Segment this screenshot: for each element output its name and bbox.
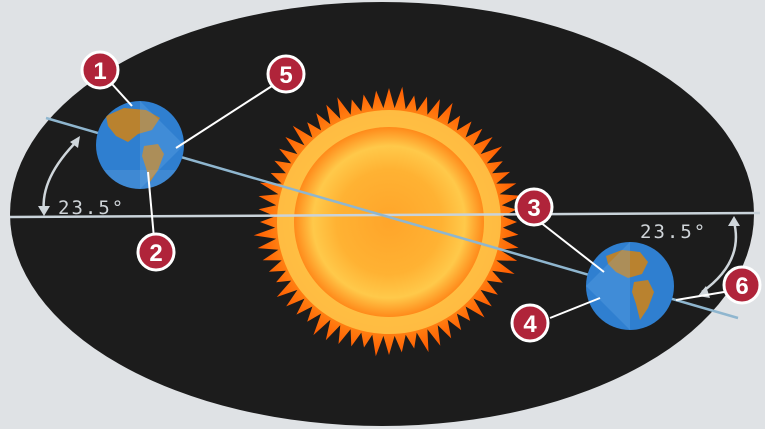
callout-5: 5	[268, 56, 304, 92]
svg-text:3: 3	[527, 195, 540, 222]
callout-4: 4	[512, 305, 548, 341]
callout-3: 3	[516, 189, 552, 225]
callout-1: 1	[82, 52, 118, 88]
earth-right	[586, 242, 674, 330]
svg-text:2: 2	[149, 240, 162, 267]
sun-core	[294, 127, 484, 317]
angle-label-right: 23.5°	[640, 221, 707, 243]
angle-label-left: 23.5°	[58, 197, 125, 219]
callout-6: 6	[724, 267, 760, 303]
callout-2: 2	[138, 234, 174, 270]
svg-text:1: 1	[93, 58, 106, 85]
svg-text:6: 6	[735, 273, 748, 300]
svg-text:4: 4	[523, 311, 537, 338]
svg-text:5: 5	[279, 62, 292, 89]
